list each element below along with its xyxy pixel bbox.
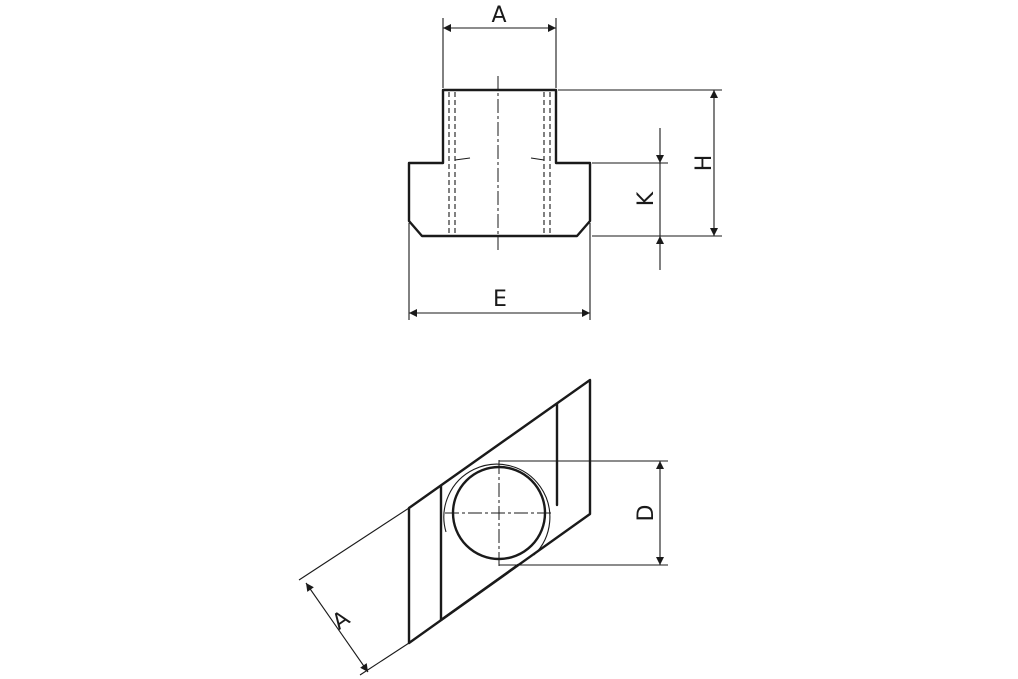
side-view-outline: [407, 88, 592, 238]
dim-a2-label: A: [328, 606, 355, 635]
dim-a2-extension-top: [298, 507, 410, 581]
thread-arc: [443, 463, 551, 556]
top-view: D A: [298, 378, 668, 676]
dim-h-label: H: [692, 155, 717, 172]
thread-tick: [454, 157, 471, 161]
dim-a2-extension-bottom: [359, 642, 410, 676]
dim-a-label: A: [491, 3, 506, 28]
top-view-step-edge: [439, 563, 520, 622]
side-view: A H K E: [407, 3, 722, 320]
top-view-outline: [407, 378, 592, 645]
thread-tick: [530, 157, 545, 161]
dim-a2-line: [305, 582, 369, 673]
dim-d-label: D: [634, 505, 659, 522]
dim-k-label: K: [634, 191, 659, 206]
dim-e-label: E: [493, 287, 507, 312]
